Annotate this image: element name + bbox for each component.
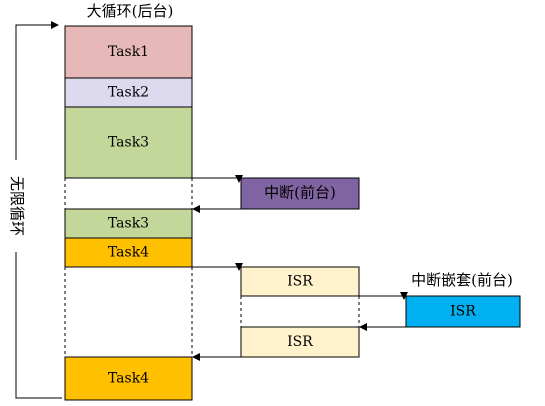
isr-label: ISR — [287, 274, 313, 290]
arrow-to-interrupt — [192, 175, 243, 183]
gap-dashes — [64, 178, 360, 357]
task1-rect — [64, 25, 193, 79]
task1-block: Task1 — [64, 25, 193, 79]
arrow-to-isr — [192, 263, 243, 271]
nested-isr-block: ISR — [405, 295, 521, 328]
task4-label: Task4 — [108, 245, 149, 261]
isr-block: ISR — [240, 266, 360, 297]
task3-block: Task3 — [64, 106, 193, 179]
task2-block: Task2 — [64, 77, 193, 108]
task4-resume-rect — [64, 356, 193, 401]
interrupt-label: 中断(前台) — [264, 184, 336, 202]
nested-isr-rect — [405, 295, 521, 328]
task2-label: Task2 — [108, 85, 149, 101]
task4-rect — [64, 237, 193, 268]
infinite-loop-label: 无限循环 — [8, 176, 26, 236]
isr-rect — [240, 266, 360, 297]
interrupt-block: 中断(前台) — [240, 177, 360, 210]
task4-block: Task4 — [64, 237, 193, 268]
arrow-to-nested-isr — [359, 292, 408, 300]
task4-resume-block: Task4 — [64, 356, 193, 401]
nested-isr-label: ISR — [450, 304, 476, 320]
isr-resume-rect — [240, 326, 360, 358]
background-loop-title: 大循环(后台) — [87, 2, 174, 20]
interrupt-rect — [240, 177, 360, 210]
task3-resume-label: Task3 — [108, 216, 149, 232]
side-label-bg — [4, 160, 28, 252]
task3-rect — [64, 106, 193, 179]
nested-interrupt-title: 中断嵌套(前台) — [411, 271, 513, 289]
flow-arrows — [192, 175, 408, 361]
task1-label: Task1 — [108, 44, 149, 60]
isr-resume-block: ISR — [240, 326, 360, 358]
task2-rect — [64, 77, 193, 108]
task4-resume-label: Task4 — [108, 371, 149, 387]
task3-resume-block: Task3 — [64, 208, 193, 239]
task3-label: Task3 — [108, 135, 149, 151]
isr-resume-label: ISR — [287, 334, 313, 350]
